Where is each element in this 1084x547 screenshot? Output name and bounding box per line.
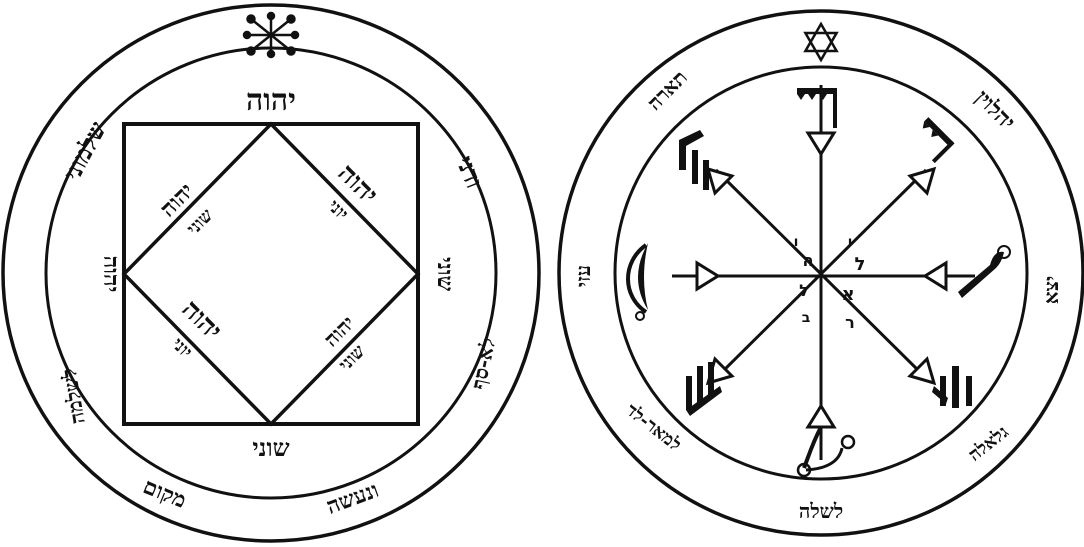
center-mark-4: ל <box>855 254 866 275</box>
upper-left-glyph-icon <box>679 130 709 190</box>
right-ring-right: יצא <box>1039 276 1063 305</box>
left-pentacle: יהוה יהוה שוני שוני יהוה שוני יהוה יוני … <box>3 5 539 541</box>
right-pentacle: ו ו ה ל ל א ב ר תארה יהלוין עזי יצא למאר… <box>559 11 1083 535</box>
triangle-top-right <box>910 169 934 193</box>
square-bottom-label: שוני <box>252 433 289 462</box>
center-mark-7: ב <box>802 310 811 326</box>
triangle-left <box>697 263 718 289</box>
center-mark-5: ל <box>799 281 809 300</box>
square-right-label: שוני <box>432 257 458 292</box>
top-glyph-icon <box>797 88 837 128</box>
square-top-label: יהוה <box>246 83 296 118</box>
triangle-top <box>808 133 834 154</box>
right-ring-left: עזי <box>571 265 595 287</box>
left-ring-top-left: שלמוני <box>57 117 112 186</box>
right-ring-bottom: לשלה <box>799 499 843 523</box>
triangle-top-left <box>708 169 732 193</box>
left-diamond <box>124 124 418 424</box>
star-of-david-icon <box>805 24 836 60</box>
left-ring-left: לשלמה <box>56 366 89 426</box>
center-mark-1: ו <box>794 234 799 250</box>
crescent-moon-icon <box>628 243 648 320</box>
triangle-bottom-right <box>910 359 934 383</box>
left-ring-right: לא-סף <box>466 335 500 391</box>
triangle-right <box>925 263 946 289</box>
diamond-upper-right-minor-label: יוני <box>323 196 352 225</box>
bottom-hook-glyph-icon <box>798 427 854 476</box>
center-mark-6: א <box>841 284 854 305</box>
square-left-label: יהוה <box>98 256 124 293</box>
center-mark-2: ו <box>848 234 853 250</box>
left-square <box>124 124 418 424</box>
triangle-bottom <box>808 406 834 427</box>
center-mark-8: ר <box>845 313 855 332</box>
right-hook-glyph-icon <box>958 246 1010 298</box>
lower-right-glyph-icon <box>932 366 972 408</box>
right-ring-bottom-left: למאר-לד <box>622 400 685 456</box>
snowflake-sigil-icon <box>244 13 298 57</box>
upper-right-glyph-icon <box>909 117 955 163</box>
diamond-lower-left-minor-label: יוני <box>167 334 196 363</box>
left-ring-top-right: ודני <box>450 152 489 192</box>
center-mark-3: ה <box>803 251 814 270</box>
